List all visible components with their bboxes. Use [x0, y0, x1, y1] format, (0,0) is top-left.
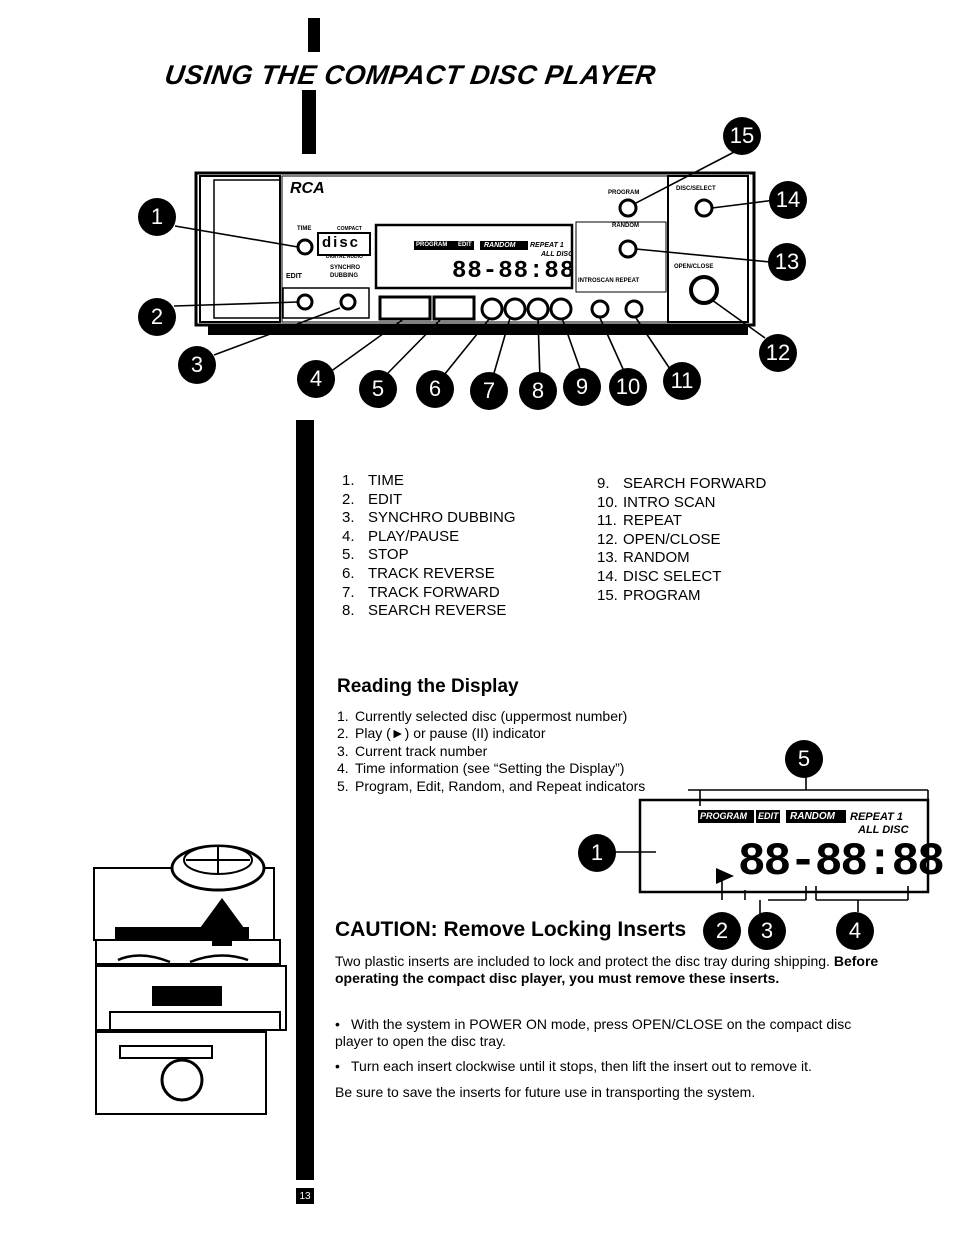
controls-list-left: 1.TIME 2.EDIT 3.SYNCHRO DUBBING 4.PLAY/P…: [342, 472, 516, 621]
list-item: 11.REPEAT: [597, 512, 682, 530]
display-detail-diagram: [614, 775, 930, 920]
list-item: 1.Currently selected disc (uppermost num…: [337, 708, 628, 724]
detail-lcd-all-disc: ALL DISC: [858, 824, 909, 836]
callout-9: 9: [563, 368, 601, 406]
callout-4: 4: [297, 360, 335, 398]
list-item: 12.OPEN/CLOSE: [597, 530, 721, 548]
lcd-program: PROGRAM: [416, 242, 448, 248]
list-item: 3.Current track number: [337, 742, 488, 759]
caution-heading: CAUTION: Remove Locking Inserts: [335, 918, 687, 941]
label-disc: disc: [322, 234, 361, 251]
list-item: 5.STOP: [342, 546, 409, 564]
display-callout-3: 3: [748, 912, 786, 950]
caution-closing: Be sure to save the inserts for future u…: [335, 1084, 756, 1100]
label-digital-audio: DIGITAL AUDIO: [326, 254, 363, 260]
display-callout-2: 2: [703, 912, 741, 950]
list-item: 14.DISC SELECT: [597, 567, 722, 585]
reading-heading: Reading the Display: [337, 676, 519, 697]
caution-bullet-2: •Turn each insert clockwise until it sto…: [335, 1058, 812, 1074]
list-item: 8.SEARCH REVERSE: [342, 602, 507, 620]
callout-7: 7: [470, 372, 508, 410]
display-callout-4: 4: [836, 912, 874, 950]
display-callout-5: 5: [785, 740, 823, 778]
detail-lcd-digits: 88-88:88: [738, 836, 945, 888]
callout-5: 5: [359, 370, 397, 408]
label-dubbing: DUBBING: [330, 273, 358, 279]
detail-lcd-random: RANDOM: [790, 811, 835, 822]
label-disc-select: DISC/SELECT: [676, 186, 716, 192]
section-bar-main: [296, 420, 314, 1180]
callout-12: 12: [759, 334, 797, 372]
lcd-edit: EDIT: [458, 242, 472, 248]
list-item: 15.PROGRAM: [597, 586, 701, 604]
list-item: 4.PLAY/PAUSE: [342, 527, 460, 545]
label-edit: EDIT: [286, 273, 302, 280]
label-synchro: SYNCHRO: [330, 265, 361, 271]
list-item: 2.EDIT: [342, 490, 403, 508]
list-item: 2.Play (►) or pause (II) indicator: [337, 725, 546, 742]
reading-list: 1.Currently selected disc (uppermost num…: [337, 708, 645, 795]
lcd-random: RANDOM: [484, 242, 516, 249]
callout-15: 15: [723, 117, 761, 155]
callout-1: 1: [138, 198, 176, 236]
list-item: 5.Program, Edit, Random, and Repeat indi…: [337, 777, 646, 794]
callout-3: 3: [178, 346, 216, 384]
section-bar-upper: [302, 90, 316, 154]
list-item: 6.TRACK REVERSE: [342, 564, 495, 582]
cd-player-front-panel: [173, 149, 776, 381]
label-random: RANDOM: [612, 223, 639, 229]
list-item: 4.Time information (see “Setting the Dis…: [337, 760, 625, 777]
callout-6: 6: [416, 370, 454, 408]
callout-8: 8: [519, 372, 557, 410]
lcd-all-disc: ALL DISC: [541, 251, 574, 258]
label-compact: COMPACT: [337, 226, 362, 232]
section-bar-top: [308, 18, 320, 52]
lcd-digits: 88-88:88: [452, 258, 576, 285]
list-item: 1.TIME: [342, 472, 404, 489]
brand-logo: RCA: [290, 180, 325, 197]
page-number: 13: [296, 1188, 314, 1204]
label-program: PROGRAM: [608, 190, 640, 196]
list-item: 9.SEARCH FORWARD: [597, 475, 767, 492]
detail-lcd-edit: EDIT: [758, 811, 779, 821]
list-item: 7.TRACK FORWARD: [342, 583, 500, 601]
label-time: TIME: [297, 226, 312, 232]
callout-2: 2: [138, 298, 176, 336]
caution-intro: Two plastic inserts are included to lock…: [335, 953, 879, 986]
display-callout-1: 1: [578, 834, 616, 872]
list-item: 13.RANDOM: [597, 549, 690, 567]
callout-13: 13: [768, 243, 806, 281]
callout-11: 11: [663, 362, 701, 400]
list-item: 3.SYNCHRO DUBBING: [342, 509, 516, 527]
lcd-repeat1: REPEAT 1: [530, 242, 564, 249]
caution-bullet-1: •With the system in POWER ON mode, press…: [335, 1016, 852, 1049]
callout-10: 10: [609, 368, 647, 406]
detail-lcd-repeat1: REPEAT 1: [850, 811, 903, 823]
label-introscan-repeat: INTROSCAN REPEAT: [578, 278, 640, 284]
detail-lcd-program: PROGRAM: [700, 811, 747, 821]
list-item: 10.INTRO SCAN: [597, 493, 716, 511]
callout-14: 14: [769, 181, 807, 219]
label-open-close: OPEN/CLOSE: [674, 264, 714, 270]
controls-list-right: 9.SEARCH FORWARD 10.INTRO SCAN 11.REPEAT…: [597, 475, 766, 605]
